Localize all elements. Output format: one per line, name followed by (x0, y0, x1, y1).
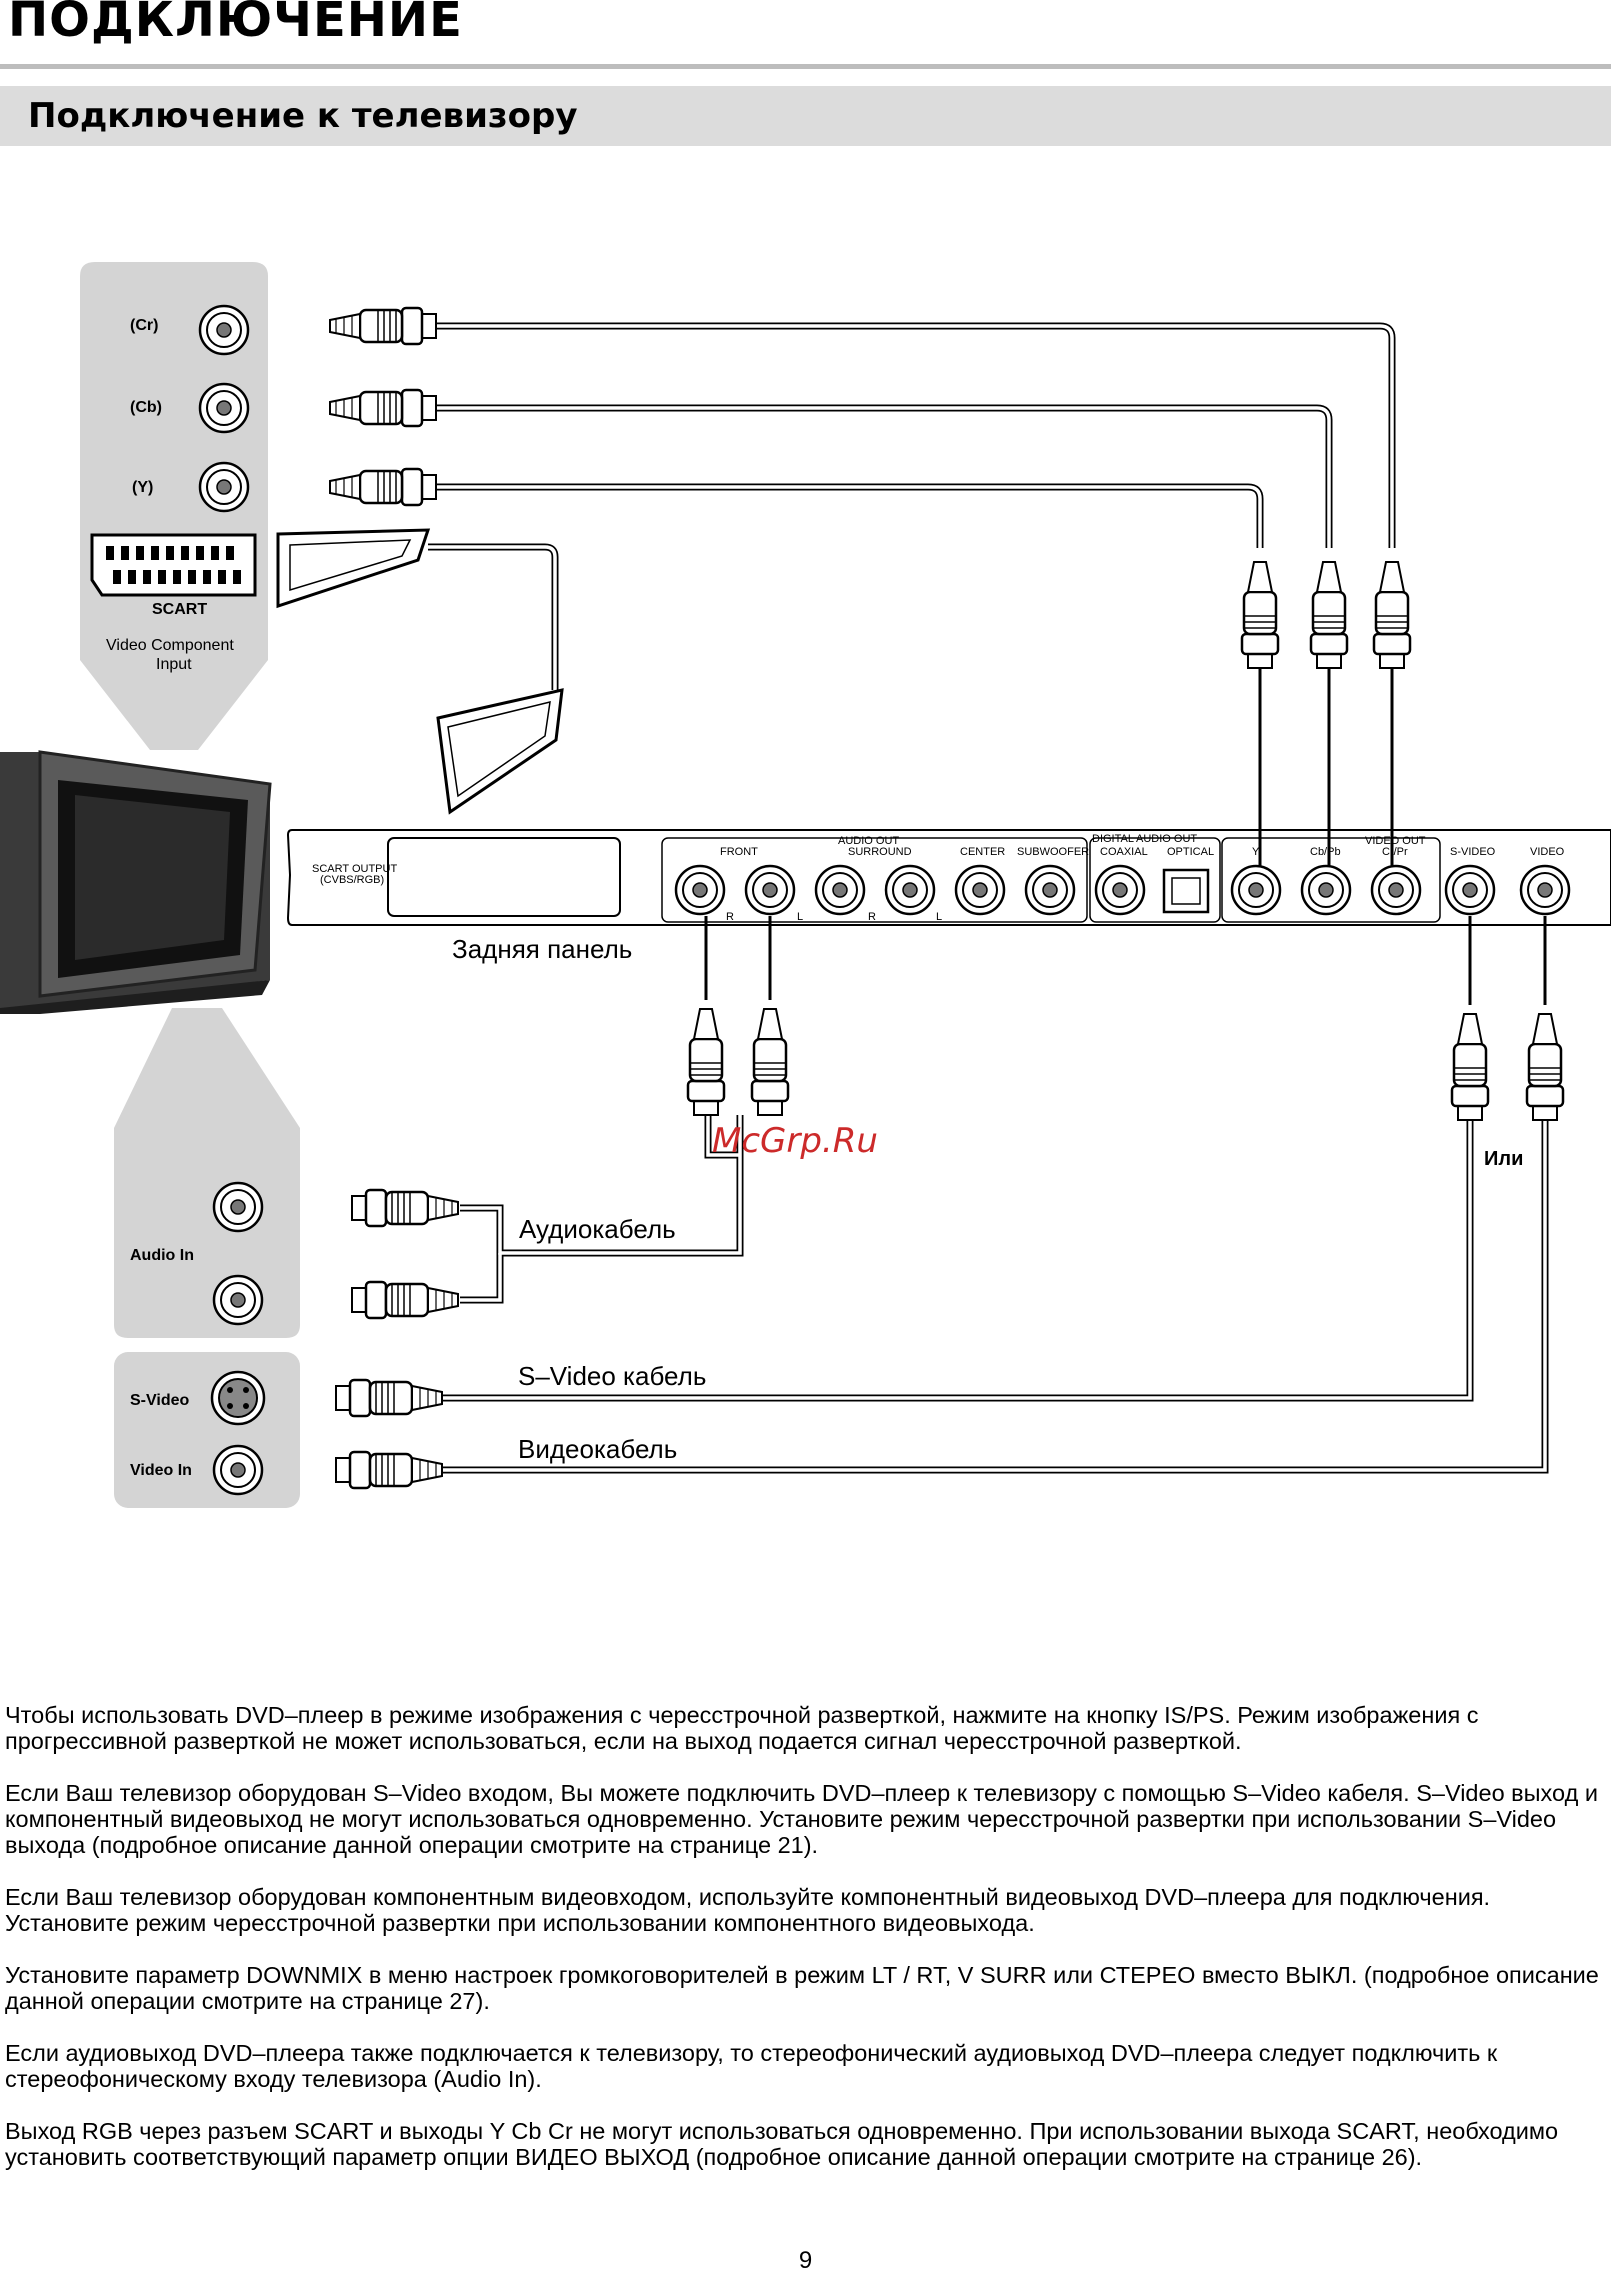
cr-pr-out-label: Cr/Pr (1382, 846, 1408, 858)
s-video-out-label: S-VIDEO (1450, 846, 1496, 858)
subsection-band (0, 86, 1611, 146)
cr-out-cable-plug (1372, 560, 1412, 670)
video-cable-label: Видеокабель (518, 1434, 677, 1464)
s-video-and-video-cables (442, 916, 1549, 1474)
front-l-label: L (797, 911, 803, 923)
paragraph: Выход RGB через разъем SCART и выходы Y … (5, 2118, 1559, 2170)
center-jack (954, 864, 1006, 916)
page-section-title: ПОДКЛЮЧЕНИЕ (8, 0, 463, 48)
cr-input-jack (198, 304, 250, 356)
audio-out-label: AUDIO OUT (838, 835, 899, 847)
s-video-in-label: S-Video (130, 1392, 190, 1409)
s-video-out-jack (1444, 864, 1496, 916)
video-in-jack (212, 1444, 264, 1496)
video-out-plug (1525, 1012, 1565, 1122)
optical-jack (1162, 868, 1210, 914)
paragraph: Если аудиовыход DVD–плеера также подключ… (5, 2040, 1498, 2092)
surround-l-jack (884, 864, 936, 916)
y-cable-plug (328, 467, 438, 507)
y-out-cable-plug (1240, 560, 1280, 670)
video-in-plug (334, 1450, 444, 1490)
subwoofer-label: SUBWOOFER (1017, 846, 1089, 858)
video-in-label: Video In (130, 1462, 192, 1479)
audio-in-left-jack (212, 1274, 264, 1326)
surround-label: SURROUND (848, 846, 912, 858)
y-input-jack (198, 461, 250, 513)
audio-in-left-plug (350, 1280, 460, 1320)
front-l-plug (750, 1007, 790, 1117)
s-video-cable-label: S–Video кабель (518, 1361, 706, 1391)
audio-in-right-plug (350, 1188, 460, 1228)
component-input-label-line1: Video Component (106, 637, 234, 654)
tv-audio-input-panel (114, 1008, 300, 1338)
cb-pb-out-jack (1300, 864, 1352, 916)
s-video-in-jack (210, 1370, 266, 1426)
scart-input-socket (90, 533, 257, 597)
watermark: McGrp.Ru (712, 1121, 878, 1161)
s-video-in-plug (334, 1378, 444, 1418)
coaxial-label: COAXIAL (1100, 846, 1148, 858)
video-out-label: VIDEO OUT (1365, 835, 1426, 847)
front-r-label: R (726, 911, 734, 923)
cb-pb-out-label: Cb/Pb (1310, 846, 1341, 858)
paragraph: Если Ваш телевизор оборудован S–Video вх… (5, 1780, 1598, 1858)
optical-label: OPTICAL (1167, 846, 1214, 858)
front-label: FRONT (720, 846, 758, 858)
tv-icon (0, 750, 272, 1014)
cr-cable-plug (328, 306, 438, 346)
audio-in-right-jack (212, 1181, 264, 1233)
y-input-label: (Y) (132, 479, 153, 496)
front-l-jack (744, 864, 796, 916)
surround-l-label: L (936, 911, 942, 923)
rear-panel-caption: Задняя панель (452, 934, 632, 964)
cb-out-cable-plug (1309, 560, 1349, 670)
scart-cable (276, 528, 564, 815)
digital-audio-out-label: DIGITAL AUDIO OUT (1092, 833, 1197, 845)
connection-diagram: (Cr) (Cb) (Y) SCART Video Component Inpu… (0, 262, 1611, 1508)
scart-output-label-line2: (CVBS/RGB) (320, 874, 384, 886)
center-label: CENTER (960, 846, 1005, 858)
video-out-jack-label: VIDEO (1530, 846, 1565, 858)
header-rule (0, 64, 1611, 69)
front-r-plug (686, 1007, 726, 1117)
instructions-text: Чтобы использовать DVD–плеер в режиме из… (5, 1702, 1605, 2196)
s-video-out-plug (1450, 1012, 1490, 1122)
audio-cable-label: Аудиокабель (519, 1214, 676, 1244)
cb-input-jack (198, 382, 250, 434)
y-out-label: Y (1252, 846, 1260, 858)
audio-cable (460, 916, 772, 1304)
scart-input-label: SCART (152, 601, 207, 618)
coaxial-jack (1094, 864, 1146, 916)
audio-in-label: Audio In (130, 1247, 194, 1264)
or-label: Или (1484, 1148, 1523, 1170)
subwoofer-jack (1024, 864, 1076, 916)
component-input-label-line2: Input (156, 656, 192, 673)
cr-input-label: (Cr) (130, 317, 158, 334)
cb-input-label: (Cb) (130, 399, 162, 416)
cb-cable-plug (328, 388, 438, 428)
tv-video-input-panel (114, 1352, 300, 1508)
component-cables (330, 322, 1396, 548)
front-r-jack (674, 864, 726, 916)
paragraph: Чтобы использовать DVD–плеер в режиме из… (5, 1702, 1479, 1754)
paragraph: Установите параметр DOWNMIX в меню настр… (5, 1962, 1599, 2014)
y-out-jack (1230, 864, 1282, 916)
paragraph: Если Ваш телевизор оборудован компонентн… (5, 1884, 1491, 1936)
subsection-title: Подключение к телевизору (28, 96, 578, 136)
surround-r-label: R (868, 911, 876, 923)
cr-pr-out-jack (1370, 864, 1422, 916)
page-number: 9 (798, 2247, 813, 2274)
scart-output-label-line1: SCART OUTPUT (312, 863, 397, 875)
surround-r-jack (814, 864, 866, 916)
video-out-jack (1519, 864, 1571, 916)
